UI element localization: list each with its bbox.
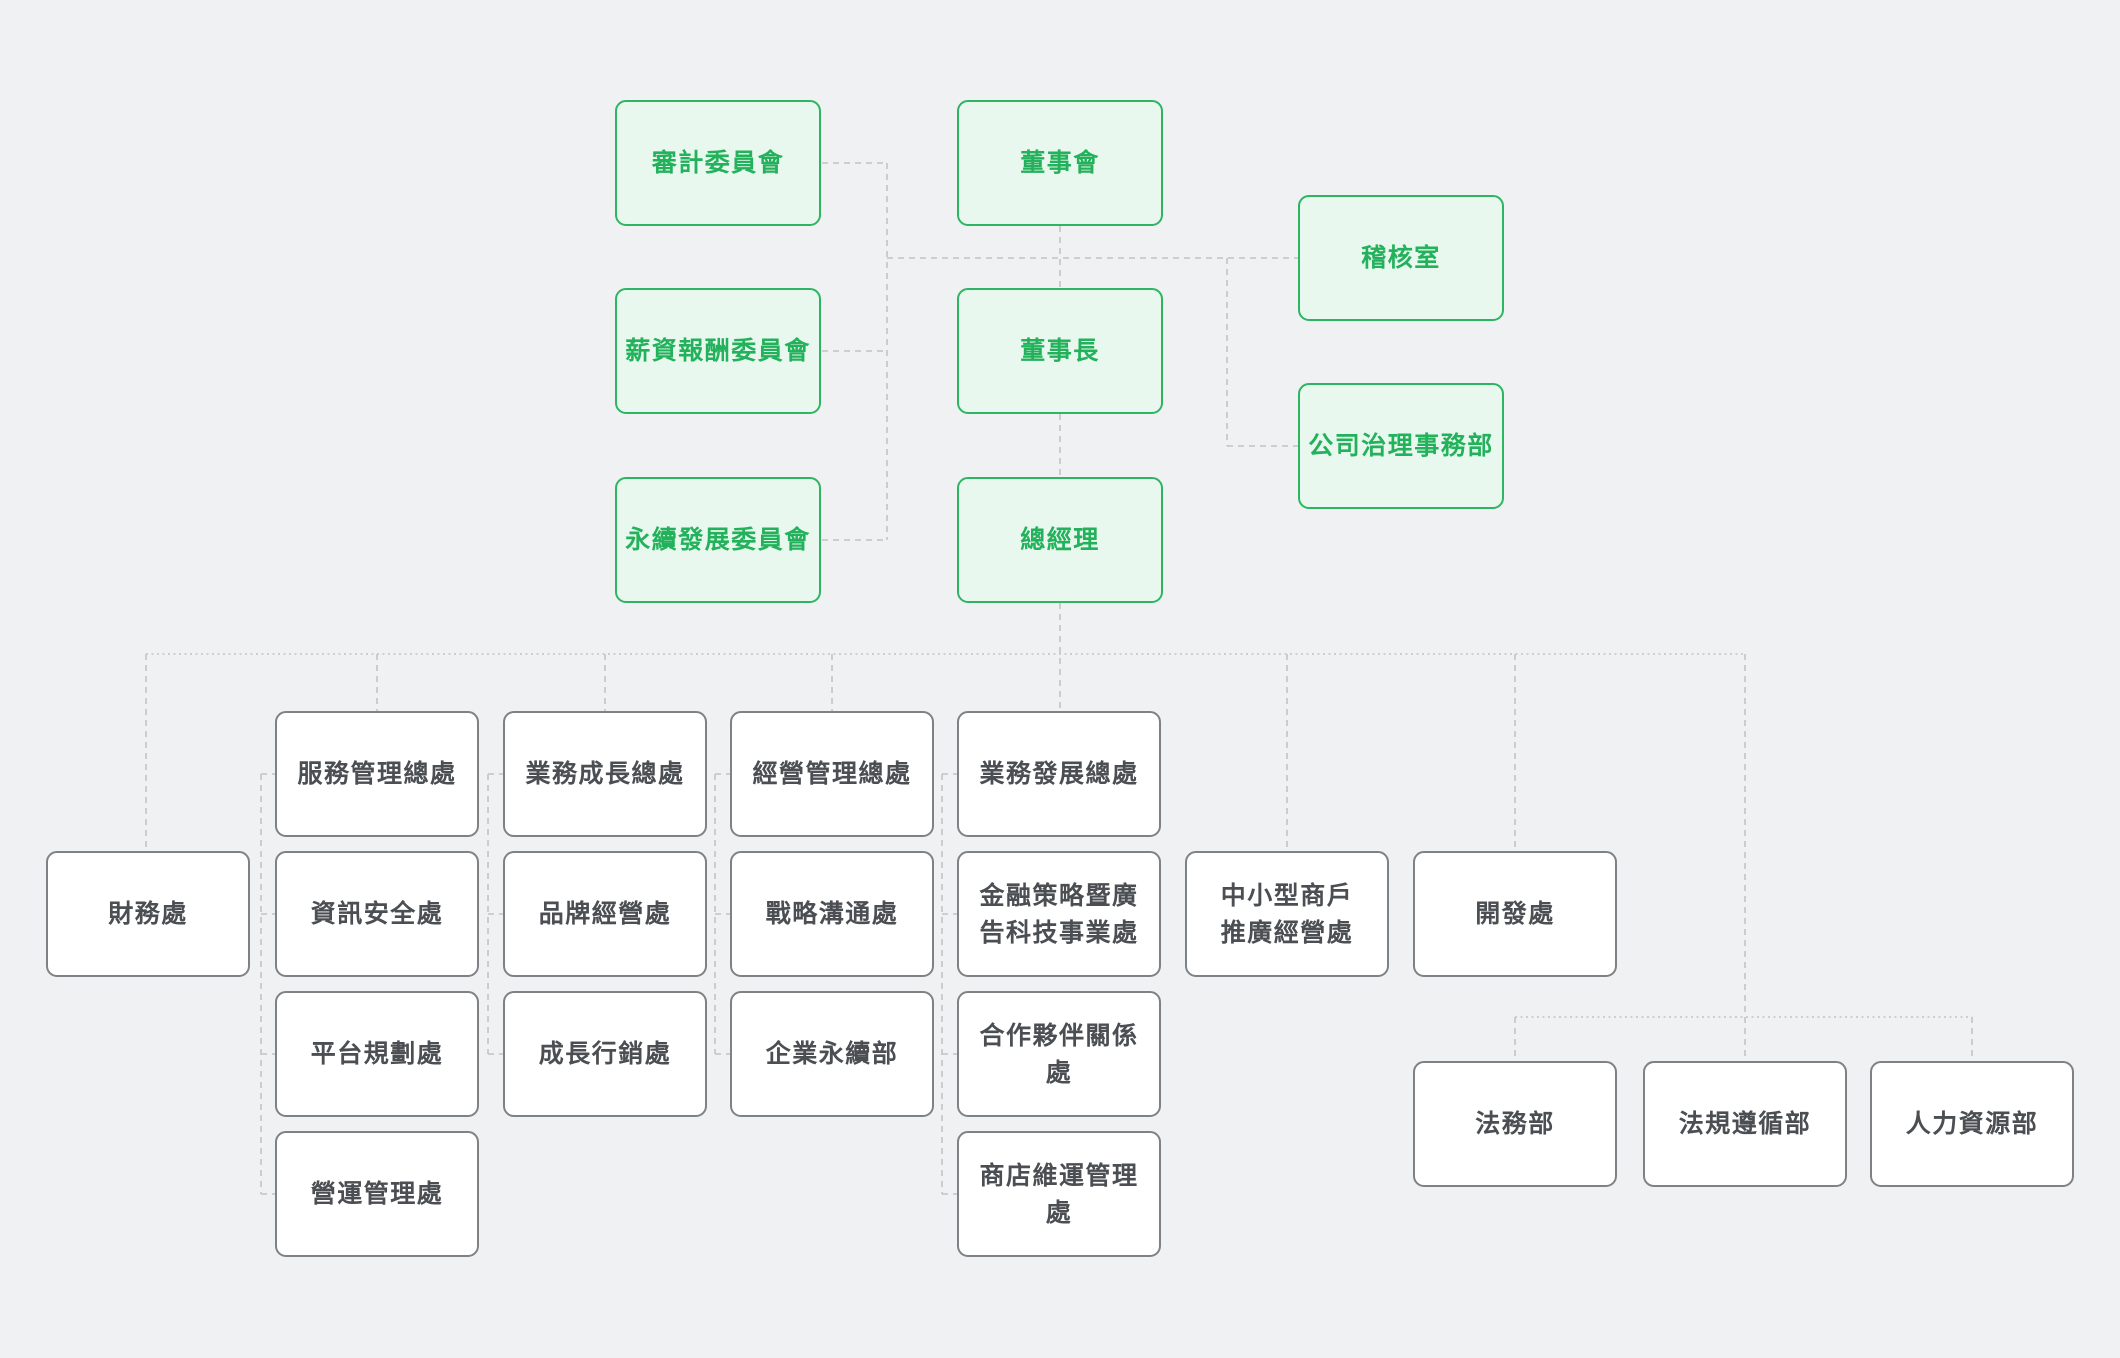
node-business-growth-division: 業務成長總處 (503, 711, 707, 837)
node-fintech-strategy-adtech-office: 金融策略暨廣 告科技事業處 (957, 851, 1161, 977)
growth-marketing-office-label: 成長行銷處 (538, 1039, 672, 1069)
ceo-label: 總經理 (1020, 525, 1100, 555)
node-operation-management-division: 經營管理總處 (730, 711, 934, 837)
finance-office-label: 財務處 (108, 899, 188, 929)
node-brand-management-office: 品牌經營處 (503, 851, 707, 977)
node-partnership-office: 合作夥伴關係處 (957, 991, 1161, 1117)
fintech-strategy-adtech-office-label: 金融策略暨廣 告科技事業處 (979, 880, 1139, 948)
node-corporate-governance-dept: 公司治理事務部 (1298, 383, 1504, 509)
node-corporate-sustainability-dept: 企業永續部 (730, 991, 934, 1117)
business-development-division-label: 業務發展總處 (979, 759, 1139, 789)
node-store-maintenance-office: 商店維運管理處 (957, 1131, 1161, 1257)
node-ceo: 總經理 (957, 477, 1163, 603)
business-growth-division-label: 業務成長總處 (525, 759, 685, 789)
node-information-security-office: 資訊安全處 (275, 851, 479, 977)
node-sme-merchant-promotion-office: 中小型商戶 推廣經營處 (1185, 851, 1389, 977)
chairman-label: 董事長 (1020, 336, 1100, 366)
development-office-label: 開發處 (1475, 899, 1555, 929)
compensation-committee-label: 薪資報酬委員會 (625, 336, 811, 366)
platform-planning-office-label: 平台規劃處 (310, 1039, 444, 1069)
node-operations-management-office: 營運管理處 (275, 1131, 479, 1257)
node-business-development-division: 業務發展總處 (957, 711, 1161, 837)
node-audit-office: 稽核室 (1298, 195, 1504, 321)
brand-management-office-label: 品牌經營處 (538, 899, 672, 929)
node-compensation-committee: 薪資報酬委員會 (615, 288, 821, 414)
node-strategic-communication-office: 戰略溝通處 (730, 851, 934, 977)
node-finance-office: 財務處 (46, 851, 250, 977)
corporate-governance-dept-label: 公司治理事務部 (1308, 431, 1494, 461)
node-growth-marketing-office: 成長行銷處 (503, 991, 707, 1117)
information-security-office-label: 資訊安全處 (310, 899, 444, 929)
audit-office-label: 稽核室 (1361, 243, 1441, 273)
partnership-office-label: 合作夥伴關係處 (979, 1020, 1139, 1088)
legal-dept-label: 法務部 (1475, 1109, 1555, 1139)
node-human-resources-dept: 人力資源部 (1870, 1061, 2074, 1187)
node-development-office: 開發處 (1413, 851, 1617, 977)
node-chairman: 董事長 (957, 288, 1163, 414)
node-compliance-dept: 法規遵循部 (1643, 1061, 1847, 1187)
node-sustainability-committee: 永續發展委員會 (615, 477, 821, 603)
node-legal-dept: 法務部 (1413, 1061, 1617, 1187)
node-audit-committee: 審計委員會 (615, 100, 821, 226)
node-platform-planning-office: 平台規劃處 (275, 991, 479, 1117)
node-service-management-division: 服務管理總處 (275, 711, 479, 837)
board-of-directors-label: 董事會 (1020, 148, 1100, 178)
compliance-dept-label: 法規遵循部 (1678, 1109, 1812, 1139)
sustainability-committee-label: 永續發展委員會 (625, 525, 811, 555)
operations-management-office-label: 營運管理處 (310, 1179, 444, 1209)
strategic-communication-office-label: 戰略溝通處 (765, 899, 899, 929)
corporate-sustainability-dept-label: 企業永續部 (765, 1039, 899, 1069)
operation-management-division-label: 經營管理總處 (752, 759, 912, 789)
node-board-of-directors: 董事會 (957, 100, 1163, 226)
sme-merchant-promotion-office-label: 中小型商戶 推廣經營處 (1220, 880, 1354, 948)
audit-committee-label: 審計委員會 (651, 148, 785, 178)
store-maintenance-office-label: 商店維運管理處 (979, 1160, 1139, 1228)
human-resources-dept-label: 人力資源部 (1905, 1109, 2039, 1139)
service-management-division-label: 服務管理總處 (297, 759, 457, 789)
